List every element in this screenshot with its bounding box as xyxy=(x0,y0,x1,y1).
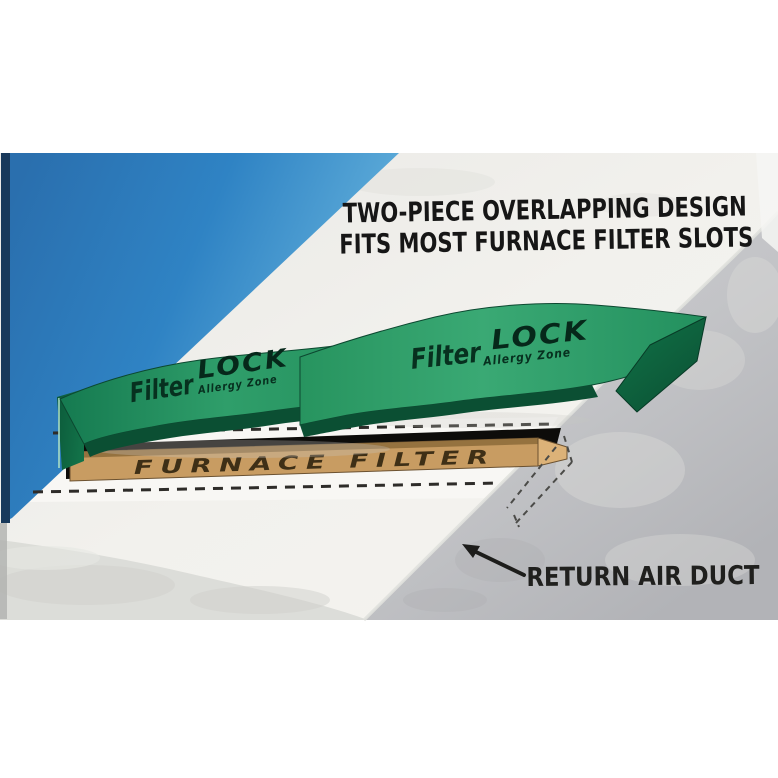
return-air-duct-label: RETURN AIR DUCT xyxy=(526,561,759,593)
furnace-filter-top-edge xyxy=(70,438,538,458)
face-texture-blob xyxy=(345,168,495,196)
dashed-segment xyxy=(515,461,573,524)
dashed-slot-line-top xyxy=(52,422,554,435)
right-logo-filter: Filter xyxy=(409,336,484,376)
return-air-duct-annotation: RETURN AIR DUCT xyxy=(462,544,760,593)
duct-edge-highlight xyxy=(362,210,778,622)
headline: TWO-PIECE OVERLAPPING DESIGN FITS MOST F… xyxy=(339,191,753,260)
dashed-segment xyxy=(506,446,557,509)
dashed-slot-continuation xyxy=(506,435,573,528)
bottom-texture-blob xyxy=(190,586,330,614)
arrow-icon xyxy=(472,549,526,577)
wall-texture-blob xyxy=(605,534,755,586)
bottom-texture-blob xyxy=(0,546,100,570)
bottom-texture-blob xyxy=(0,565,175,605)
left-border xyxy=(1,153,10,523)
dashed-segment xyxy=(563,435,573,463)
left-border-lower xyxy=(0,523,7,619)
arrow-head-icon xyxy=(462,544,480,558)
wall-texture-blob xyxy=(727,257,778,333)
filter-lock-right-piece: Filter LOCK Allergy Zone xyxy=(299,303,707,437)
face-texture-blob xyxy=(598,193,682,217)
cover-shadow xyxy=(90,440,390,458)
wall-texture-blob xyxy=(403,588,487,612)
corner-light-wedge xyxy=(756,153,778,252)
right-piece-end-flap xyxy=(615,316,707,413)
dashed-slot-line-bottom xyxy=(32,481,501,494)
wall-texture-blob xyxy=(555,432,685,508)
right-piece-front-edge xyxy=(300,385,598,437)
dashed-segment xyxy=(513,514,520,528)
headline-line1: TWO-PIECE OVERLAPPING DESIGN xyxy=(343,191,747,229)
headline-line2: FITS MOST FURNACE FILTER SLOTS xyxy=(339,222,753,260)
